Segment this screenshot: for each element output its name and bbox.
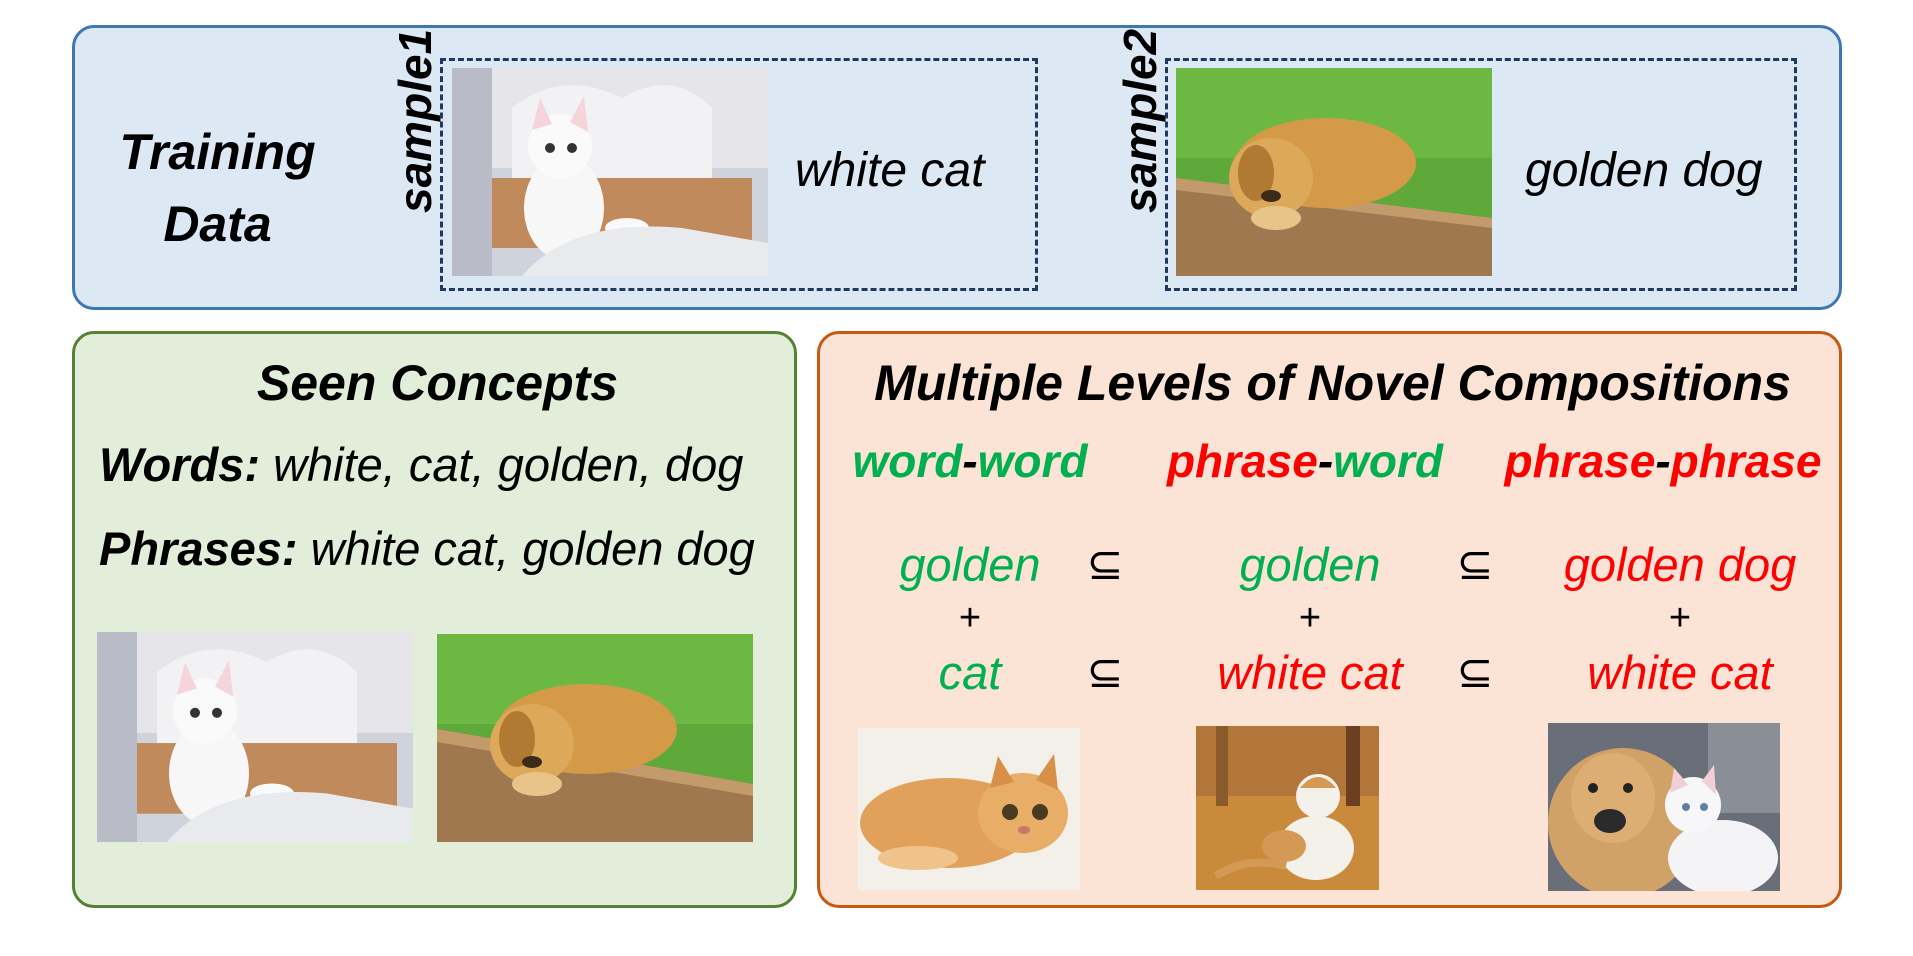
subset-symbol: ⊆ — [1456, 540, 1494, 589]
col2-bottom-phrase: white cat — [1217, 646, 1403, 699]
orange-cat-photo — [858, 728, 1080, 890]
white-cat-photo — [97, 632, 413, 842]
col1-top-word: golden — [899, 538, 1041, 591]
subset-symbol: ⊆ — [1086, 540, 1124, 589]
col1-bottom-word: cat — [938, 646, 1002, 699]
col2-plus: + — [1298, 597, 1322, 639]
sample2-caption: golden dog — [1525, 144, 1763, 197]
seen-concepts-panel: Seen Concepts Words: white, cat, golden,… — [72, 331, 797, 908]
col3-top-phrase: golden dog — [1563, 538, 1797, 591]
sample1-box — [440, 58, 1038, 291]
subset-symbol: ⊆ — [1086, 648, 1124, 697]
white-cat-photo — [452, 68, 768, 276]
col3-plus: + — [1668, 597, 1692, 639]
subset-symbol: ⊆ — [1456, 648, 1494, 697]
phrases-value: white cat, golden dog — [297, 522, 755, 575]
golden-dog-photo — [437, 634, 753, 842]
novel-compositions-panel: Multiple Levels of Novel Compositions wo… — [817, 331, 1842, 908]
level-word-word: word-word — [852, 435, 1088, 487]
words-label: Words: — [99, 438, 261, 491]
novel-compositions-title: Multiple Levels of Novel Compositions — [874, 355, 1791, 411]
col2-top-word: golden — [1239, 538, 1381, 591]
sample1-label: sample1 — [389, 28, 441, 213]
col1-plus: + — [958, 597, 982, 639]
golden-dog-photo — [1176, 68, 1492, 276]
seen-phrases-line: Phrases: white cat, golden dog — [99, 521, 755, 576]
phrases-label: Phrases: — [99, 522, 298, 575]
training-data-panel: Training Data sample1 white cat sample2 — [72, 25, 1842, 310]
seen-concepts-title: Seen Concepts — [256, 355, 619, 411]
col3-bottom-phrase: white cat — [1587, 646, 1773, 699]
sample1-caption: white cat — [795, 144, 985, 197]
level-phrase-phrase: phrase-phrase — [1504, 435, 1822, 487]
orange-white-cat-photo — [1196, 726, 1379, 890]
sample2-label: sample2 — [1114, 28, 1166, 213]
dog-and-cat-photo — [1548, 723, 1780, 891]
level-phrase-word: phrase-word — [1166, 435, 1444, 487]
words-value: white, cat, golden, dog — [260, 438, 744, 491]
seen-words-line: Words: white, cat, golden, dog — [99, 437, 743, 492]
sample2-box — [1165, 58, 1797, 291]
training-data-title: Training Data — [119, 124, 316, 252]
